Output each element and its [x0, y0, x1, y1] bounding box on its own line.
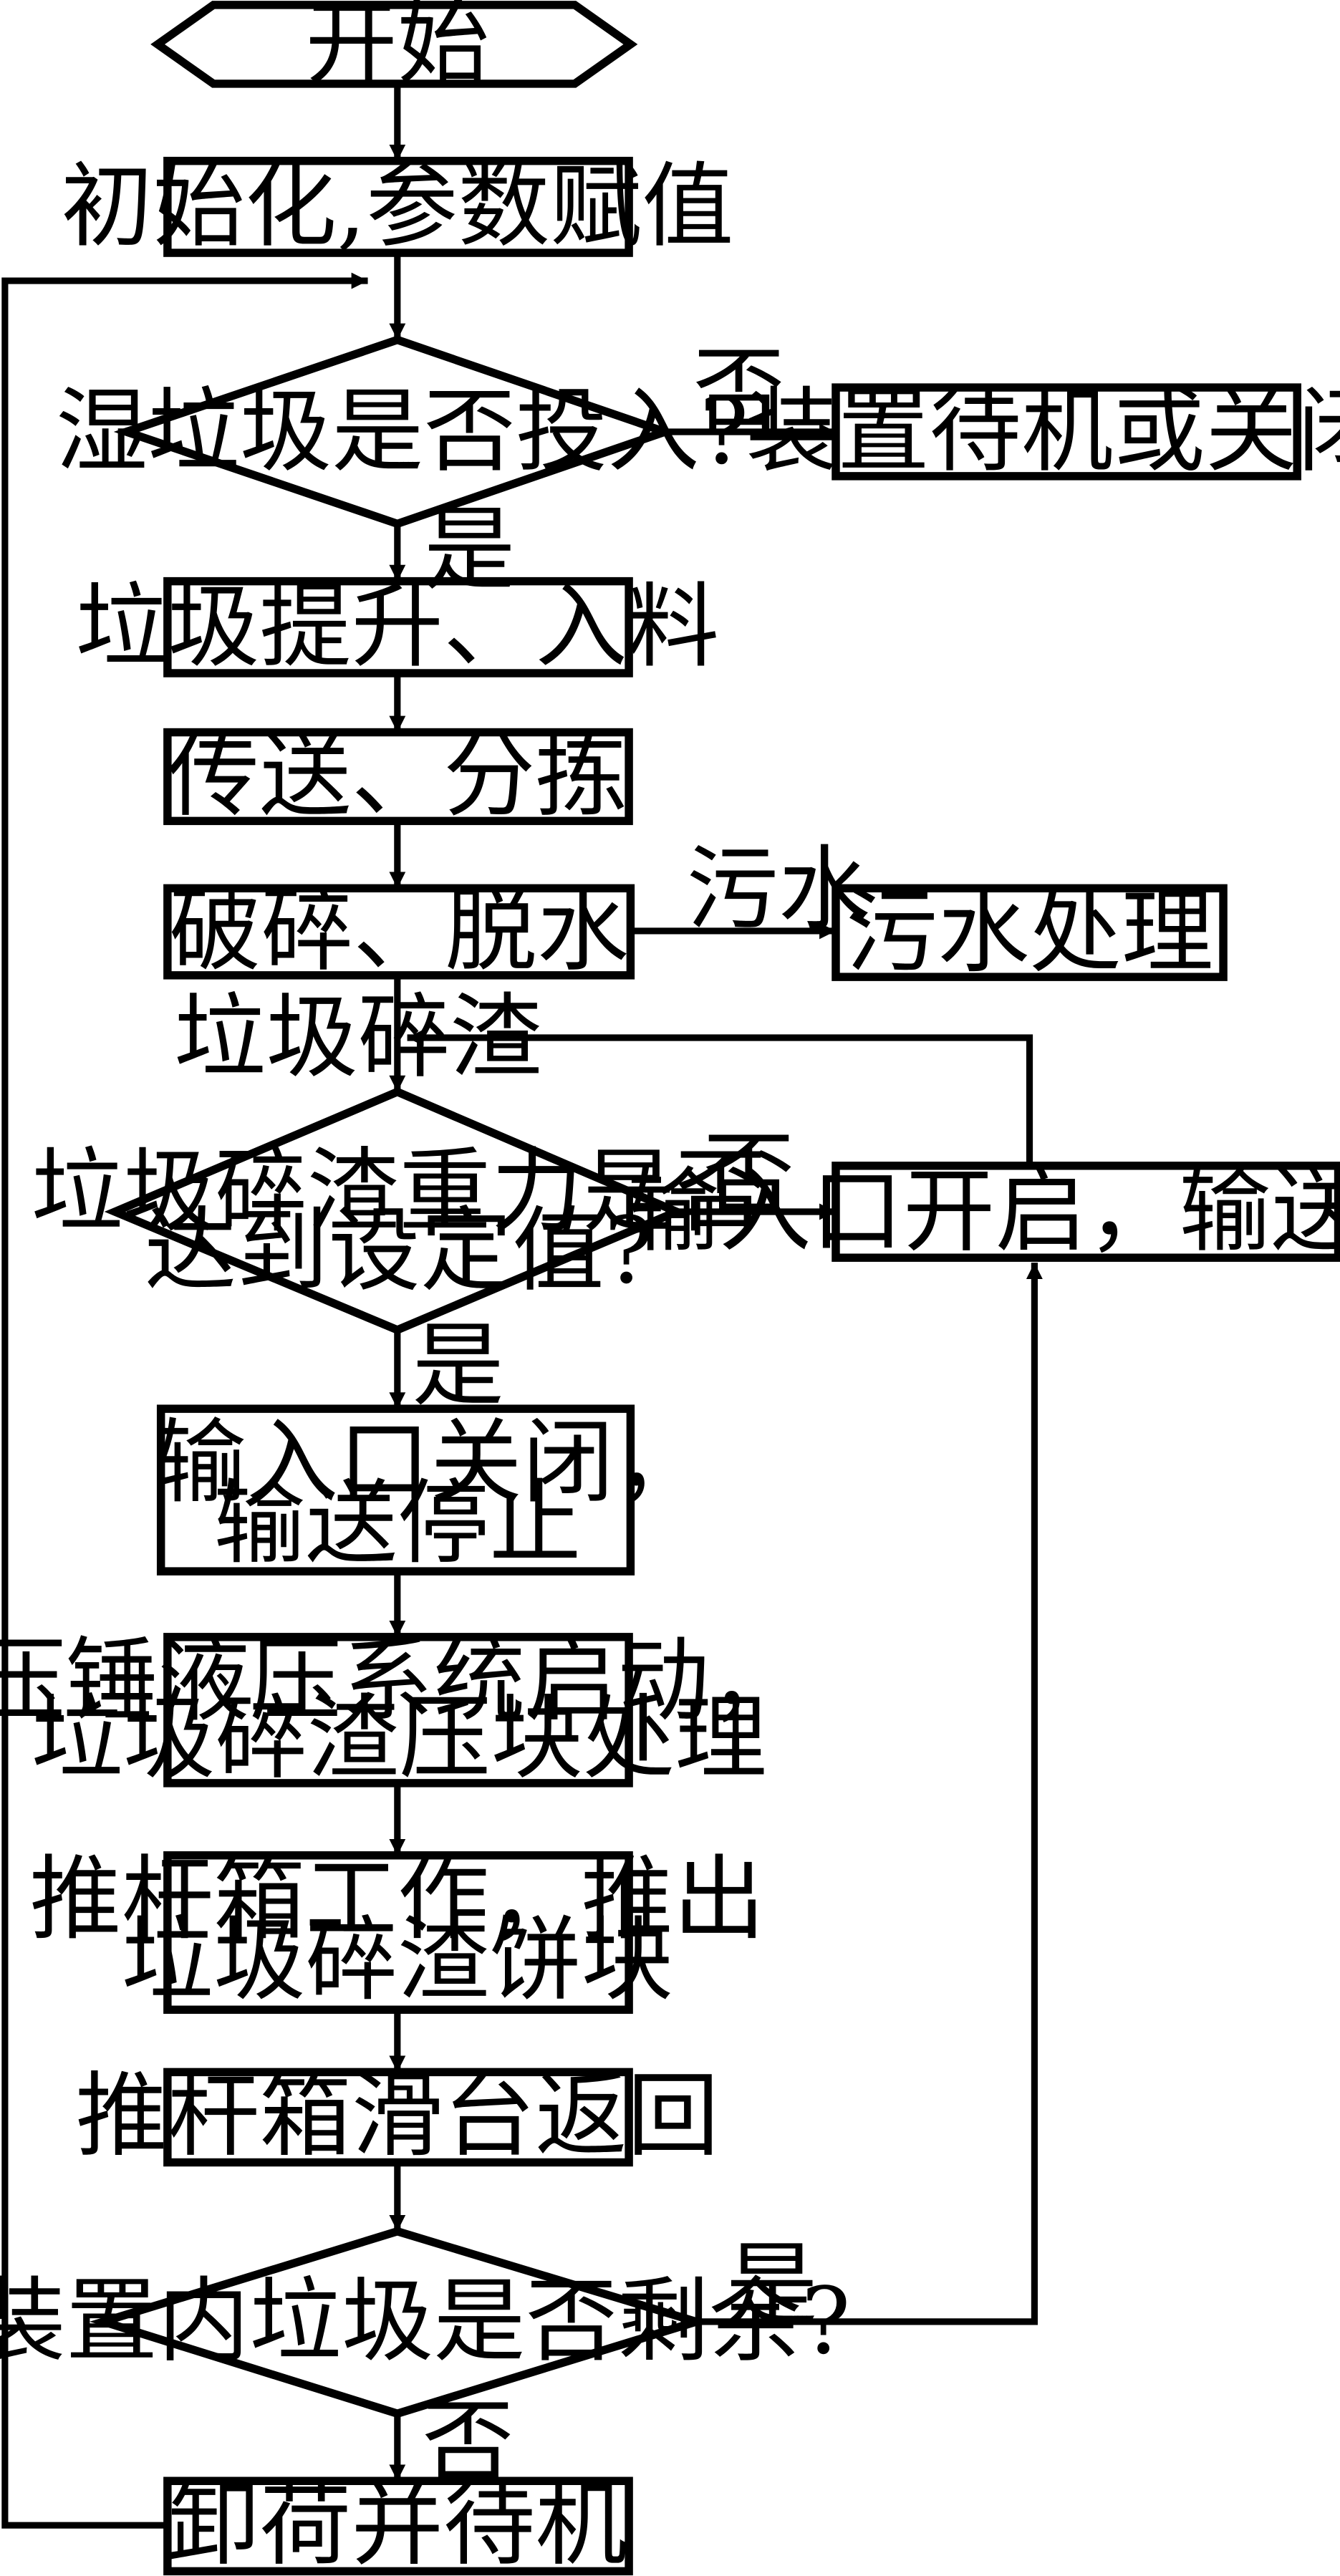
edge-label-yes-wet-input: 是 [424, 497, 516, 604]
init-label: 初始化,参数赋值 [61, 153, 733, 260]
crush-dewater-label: 破碎、脱水 [169, 877, 629, 984]
arrow-open-loop-back [407, 1029, 1033, 1166]
edge-label-yes-weight: 是 [412, 1313, 503, 1419]
start-node [150, 1, 638, 88]
close-inlet-label-line2: 输送停止 [213, 1470, 582, 1577]
unload-standby-node [163, 2476, 633, 2576]
convey-sort-node [163, 728, 633, 826]
push-box-node [163, 1851, 633, 2014]
decision-wet-input-label: 湿垃圾是否投入? [56, 378, 748, 485]
edge-label-yes-remaining: 是 [726, 2232, 817, 2339]
arrow-unload-loop-back [1, 272, 368, 2529]
crush-dewater-node [163, 884, 635, 980]
convey-sort-label: 传送、分拣 [168, 723, 627, 830]
hydraulic-press-label-line2: 垃圾碎渣压块处理 [32, 1685, 767, 1792]
edge-label-sewage: 污水 [686, 836, 870, 943]
decision-weight [104, 1087, 688, 1335]
edge-label-no-wet-input: 否 [693, 337, 785, 444]
edge-label-no-weight: 否 [703, 1122, 794, 1229]
close-inlet-label-line1: 输入口关闭， [155, 1409, 706, 1516]
decision-remaining-label: 装置内垃圾是否剩余? [0, 2268, 851, 2375]
hydraulic-press-label-line1: 压锤液压系统启动， [0, 1628, 801, 1735]
edge-label-no-remaining: 否 [422, 2390, 514, 2497]
sewage-treatment-node [832, 884, 1228, 981]
hydraulic-press-node [163, 1633, 633, 1788]
push-box-label-line1: 推杆箱工作，推出 [29, 1846, 765, 1953]
lift-feed-node [163, 577, 633, 677]
sewage-treatment-label: 污水处理 [846, 879, 1214, 986]
connectors [1, 82, 1043, 2529]
edge-label-slag: 垃圾碎渣 [174, 984, 542, 1091]
decision-weight-label-line1: 垃圾碎渣重力是否 [32, 1139, 767, 1245]
slide-return-label: 推杆箱滑台返回 [76, 2063, 720, 2170]
open-inlet-convey-label: 输入口开启，输送启动 [627, 1159, 1340, 1265]
slide-return-node [163, 2068, 633, 2167]
init-node [163, 156, 633, 257]
standby-or-close-label: 装置待机或关闭 [746, 378, 1340, 485]
decision-remaining [90, 2227, 710, 2418]
decision-wet-input [113, 335, 678, 529]
arrow-q-remaining-yes [696, 1263, 1043, 2325]
open-inlet-convey-node [832, 1162, 1340, 1262]
lift-feed-label: 垃圾提升、入料 [76, 574, 720, 680]
close-inlet-node [156, 1404, 635, 1576]
start-label: 开始 [305, 0, 489, 97]
push-box-label-line2: 垃圾碎渣饼块 [122, 1907, 673, 2014]
decision-weight-label-line2: 达到设定值? [145, 1198, 654, 1305]
unload-standby-label: 卸荷并待机 [168, 2472, 627, 2576]
standby-or-close-node [832, 383, 1301, 481]
